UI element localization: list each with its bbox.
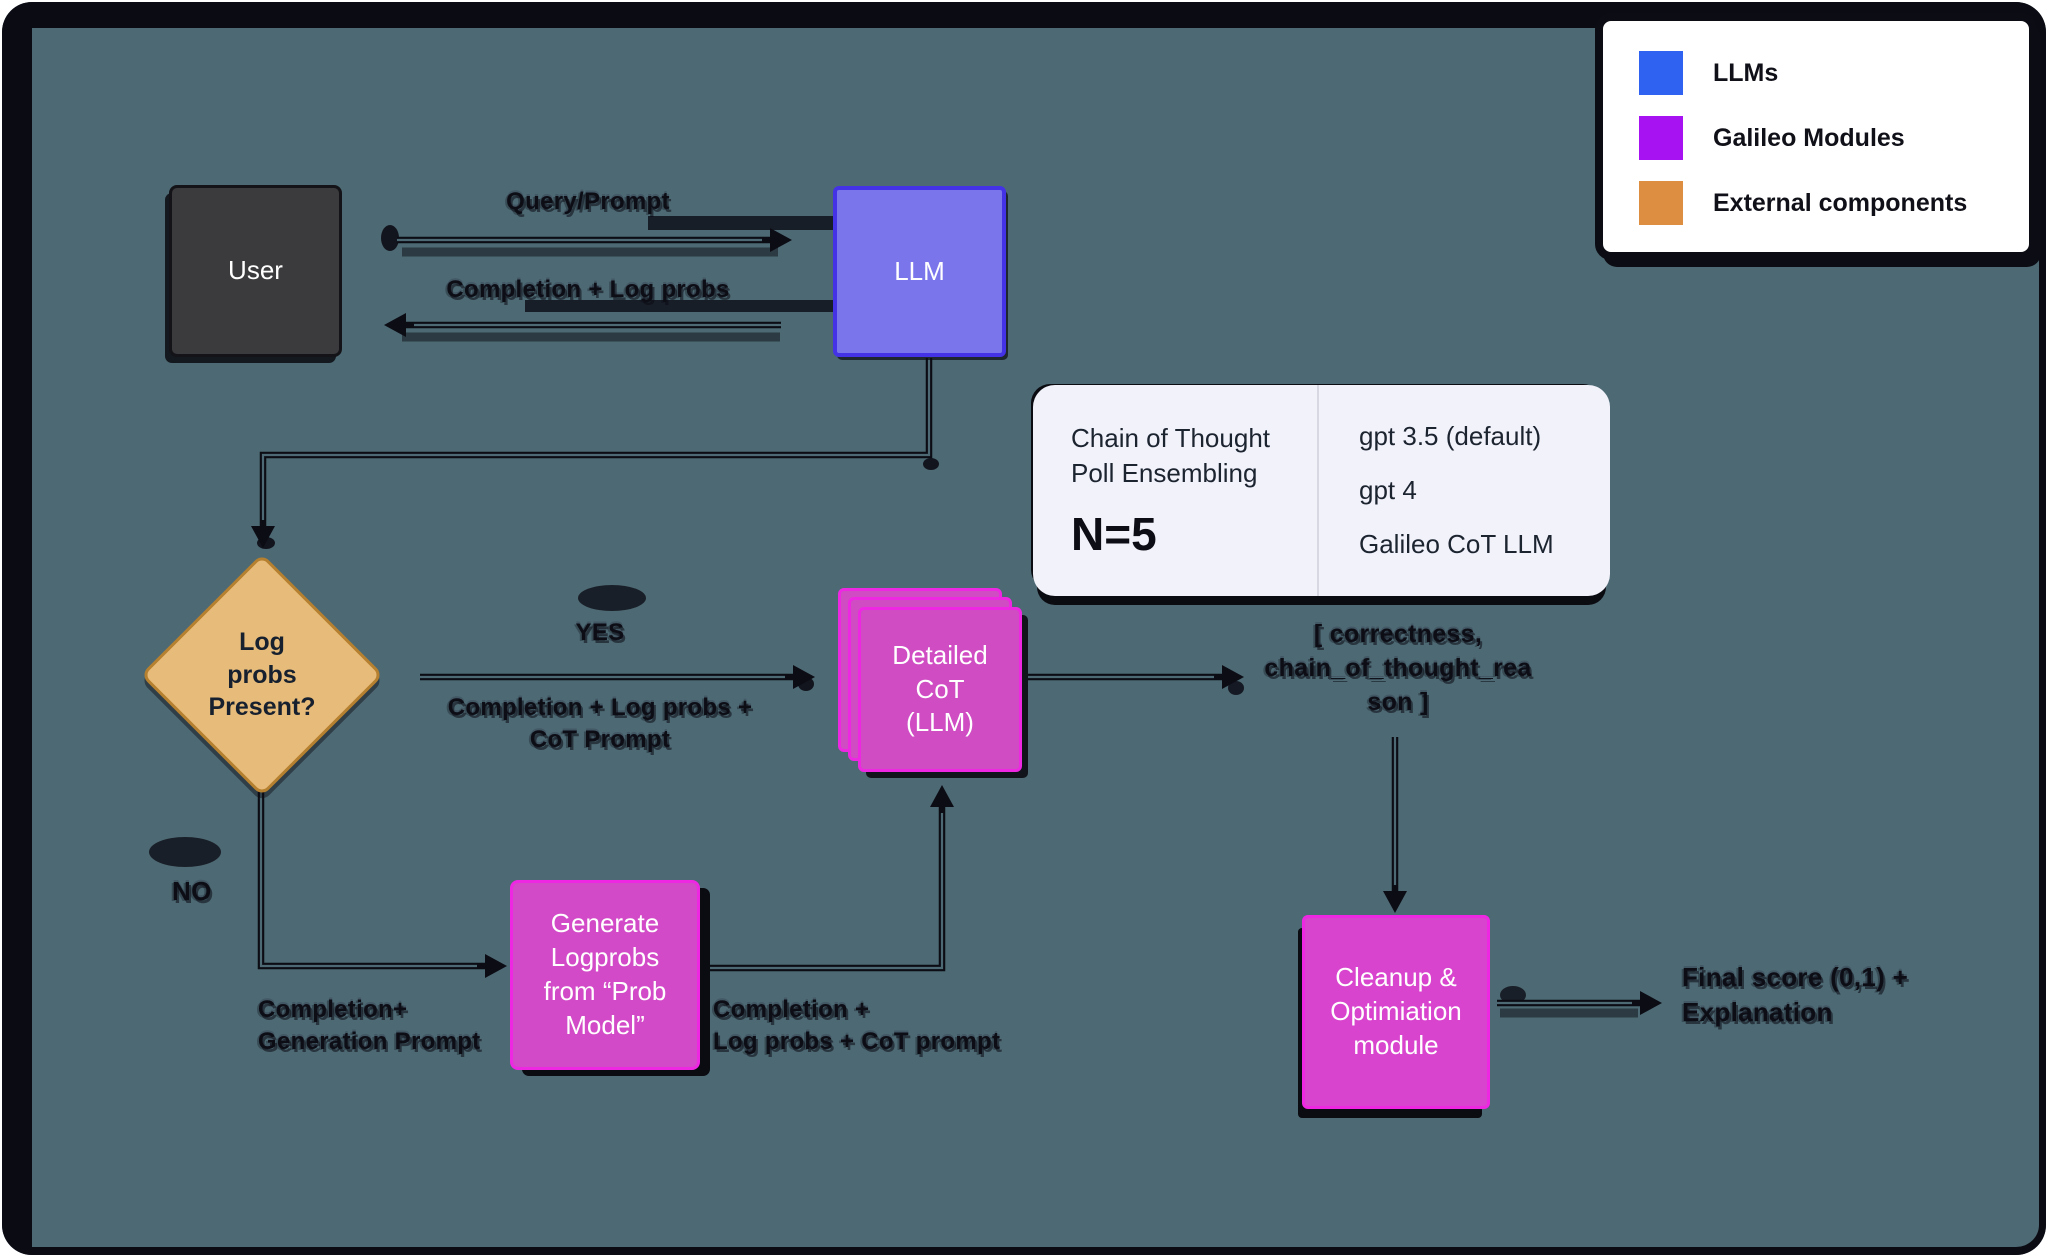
node-detailed-cot: Detailed CoT (LLM) xyxy=(838,588,1024,774)
cot-stack-layer-front: Detailed CoT (LLM) xyxy=(858,607,1022,772)
legend-label-llms: LLMs xyxy=(1713,58,1779,87)
cot-output-line-3: son ] xyxy=(1367,687,1429,716)
cot-output-line-2: chain_of_thought_rea xyxy=(1264,653,1532,682)
arrowhead-query-prompt xyxy=(770,228,792,252)
edge-llm-to-decision xyxy=(259,358,933,528)
ink-blob xyxy=(923,458,939,470)
label-query-prompt: Query/Prompt xyxy=(506,188,670,215)
decision-line-3: Present? xyxy=(208,693,316,722)
decision-line-1: Log xyxy=(239,628,285,657)
edge-no-inner xyxy=(259,790,477,968)
arrowhead-cleanup-to-final xyxy=(1640,991,1662,1015)
generate-line-1: Generate xyxy=(550,908,660,939)
external-color-swatch xyxy=(1639,181,1683,225)
note-model-3: Galileo CoT LLM xyxy=(1359,529,1554,559)
arrowhead-yes xyxy=(793,665,815,689)
label-completion-logprobs: Completion + Log probs xyxy=(446,276,730,303)
legend: LLMs Galileo Modules External components xyxy=(1595,13,2037,260)
label-cot-output: [ correctness, chain_of_thought_rea son … xyxy=(1264,618,1531,719)
decision-label: Log probs Present? xyxy=(146,558,378,792)
cleanup-line-2: Optimiation xyxy=(1330,996,1462,1027)
node-llm-label: LLM xyxy=(894,255,945,286)
note-title: Chain of Thought Poll Ensembling xyxy=(1071,421,1317,491)
query-label-band xyxy=(648,216,888,230)
node-user: User xyxy=(169,185,342,357)
detailed-cot-line-2: CoT xyxy=(915,673,965,704)
galileo-color-swatch xyxy=(1639,116,1683,160)
ensembling-note-right: gpt 3.5 (default) gpt 4 Galileo CoT LLM xyxy=(1319,385,1610,596)
ink-blob xyxy=(1500,986,1526,1004)
note-title-line-1: Chain of Thought xyxy=(1071,423,1270,453)
note-model-2: gpt 4 xyxy=(1359,475,1417,505)
generate-payload-line-2: Log probs + CoT prompt xyxy=(713,1028,1001,1056)
generate-payload-line-1: Completion + xyxy=(713,996,870,1023)
generate-line-2: Logprobs xyxy=(550,942,660,973)
arrowhead-no xyxy=(485,954,507,978)
label-yes: YES xyxy=(575,619,625,646)
ensembling-note-left: Chain of Thought Poll Ensembling N=5 xyxy=(1033,385,1319,596)
arrowhead-llm-to-decision xyxy=(251,526,275,548)
node-user-label: User xyxy=(228,255,283,286)
ensembling-note: Chain of Thought Poll Ensembling N=5 gpt… xyxy=(1033,385,1610,596)
final-output-line-1: Final score (0,1) + xyxy=(1682,962,1909,992)
detailed-cot-line-1: Detailed xyxy=(892,639,988,670)
legend-item-external-components: External components xyxy=(1639,181,2015,225)
edge-no xyxy=(257,790,485,970)
node-generate-logprobs: Generate Logprobs from “Prob Model” xyxy=(510,880,700,1070)
node-logprobs-decision: Log probs Present? xyxy=(140,553,384,797)
edge-llm-to-decision-inner xyxy=(261,358,931,520)
legend-label-external: External components xyxy=(1713,188,1968,217)
cleanup-line-1: Cleanup & xyxy=(1335,962,1457,993)
completion-label-band xyxy=(525,300,855,312)
node-cleanup-module: Cleanup & Optimiation module xyxy=(1302,915,1490,1109)
arrowhead-output-to-cleanup xyxy=(1383,891,1407,913)
ink-blob xyxy=(149,837,221,867)
ink-blob xyxy=(578,585,646,611)
detailed-cot-line-3: (LLM) xyxy=(906,707,974,738)
ink-blob xyxy=(1228,681,1244,695)
yes-payload-line-2: CoT Prompt xyxy=(529,726,671,754)
decision-line-2: probs xyxy=(227,660,297,689)
llm-color-swatch xyxy=(1639,51,1683,95)
note-n-value: N=5 xyxy=(1071,508,1157,561)
generate-line-3: from “Prob xyxy=(543,976,667,1006)
cot-output-line-1: [ correctness, xyxy=(1313,620,1483,648)
note-title-line-2: Poll Ensembling xyxy=(1071,458,1258,489)
no-payload-line-1: Completion+ xyxy=(258,996,408,1023)
yes-payload-line-1: Completion + Log probs + xyxy=(447,694,753,721)
node-llm: LLM xyxy=(833,186,1006,357)
arrowhead-completion-logprobs xyxy=(384,313,406,337)
final-output-line-2: Explanation xyxy=(1682,997,1833,1028)
arrowhead-generate-to-cot xyxy=(930,785,954,807)
generate-line-4: Model” xyxy=(565,1009,645,1040)
arrowhead-cot-output xyxy=(1222,665,1244,689)
edge-generate-to-cot xyxy=(700,805,946,972)
label-no: NO xyxy=(172,876,212,906)
label-yes-payload: Completion + Log probs + CoT Prompt xyxy=(448,692,753,757)
cleanup-line-3: module xyxy=(1353,1029,1439,1060)
note-model-1: gpt 3.5 (default) xyxy=(1359,421,1542,451)
edge-generate-to-cot-inner xyxy=(700,813,944,970)
legend-label-galileo: Galileo Modules xyxy=(1713,123,1905,152)
legend-item-llms: LLMs xyxy=(1639,51,2015,95)
no-payload-line-2: Generation Prompt xyxy=(258,1028,481,1056)
label-no-payload: Completion+ Generation Prompt xyxy=(258,994,480,1059)
label-final-output: Final score (0,1) + Explanation xyxy=(1682,960,1908,1030)
legend-item-galileo-modules: Galileo Modules xyxy=(1639,116,2015,160)
ink-blob xyxy=(381,225,399,251)
label-generate-payload: Completion + Log probs + CoT prompt xyxy=(713,994,1000,1059)
